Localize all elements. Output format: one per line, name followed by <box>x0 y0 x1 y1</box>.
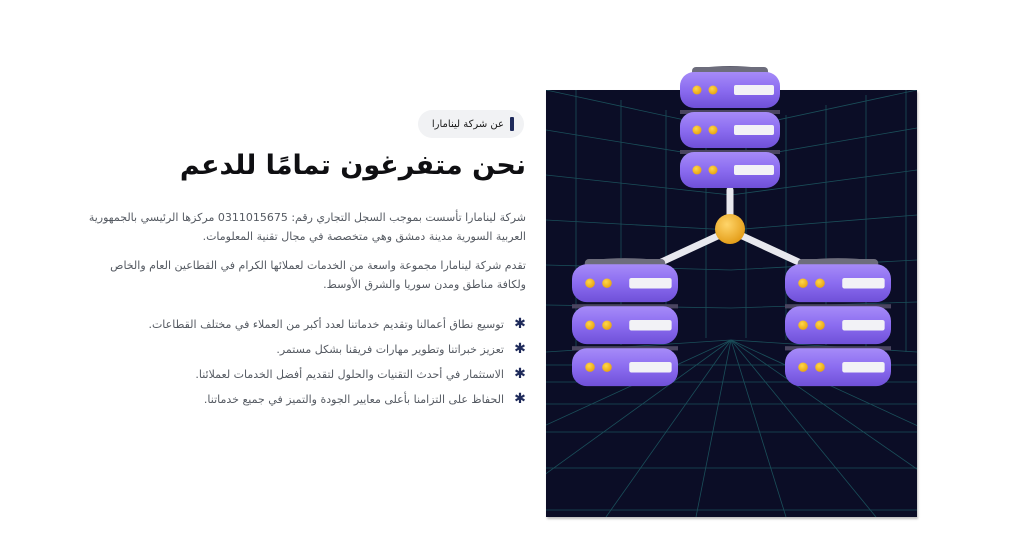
section-badge: عن شركة لينامارا <box>417 110 524 138</box>
asterisk-icon: ✱ <box>514 391 526 407</box>
badge-accent-bar <box>510 117 514 131</box>
grid-background <box>546 90 917 517</box>
section-title: نحن متفرغون تمامًا للدعم <box>179 150 526 181</box>
server-network-illustration <box>546 90 917 517</box>
services-paragraph: تقدم شركة لينامارا مجموعة واسعة من الخدم… <box>110 259 526 291</box>
list-item-text: توسيع نطاق أعمالنا وتقديم خدماتنا لعدد أ… <box>148 318 504 331</box>
list-item: ✱ الحفاظ على التزامنا بأعلى معايير الجود… <box>88 387 526 412</box>
intro-paragraph: شركة لينامارا تأسست بموجب السجل التجاري … <box>88 211 526 243</box>
asterisk-icon: ✱ <box>514 366 526 382</box>
list-item-text: تعزيز خبراتنا وتطوير مهارات فريقنا بشكل … <box>276 343 504 356</box>
list-item: ✱ الاستثمار في أحدث التقنيات والحلول لتق… <box>88 362 526 387</box>
list-item-text: الحفاظ على التزامنا بأعلى معايير الجودة … <box>203 393 504 406</box>
asterisk-icon: ✱ <box>514 316 526 332</box>
asterisk-icon: ✱ <box>514 341 526 357</box>
list-item-text: الاستثمار في أحدث التقنيات والحلول لتقدي… <box>195 368 504 381</box>
list-item: ✱ تعزيز خبراتنا وتطوير مهارات فريقنا بشك… <box>88 337 526 362</box>
about-text-column: عن شركة لينامارا نحن متفرغون تمامًا للدع… <box>88 110 526 412</box>
list-item: ✱ توسيع نطاق أعمالنا وتقديم خدماتنا لعدد… <box>88 312 526 337</box>
badge-label: عن شركة لينامارا <box>431 118 504 130</box>
goals-list: ✱ توسيع نطاق أعمالنا وتقديم خدماتنا لعدد… <box>88 312 526 412</box>
